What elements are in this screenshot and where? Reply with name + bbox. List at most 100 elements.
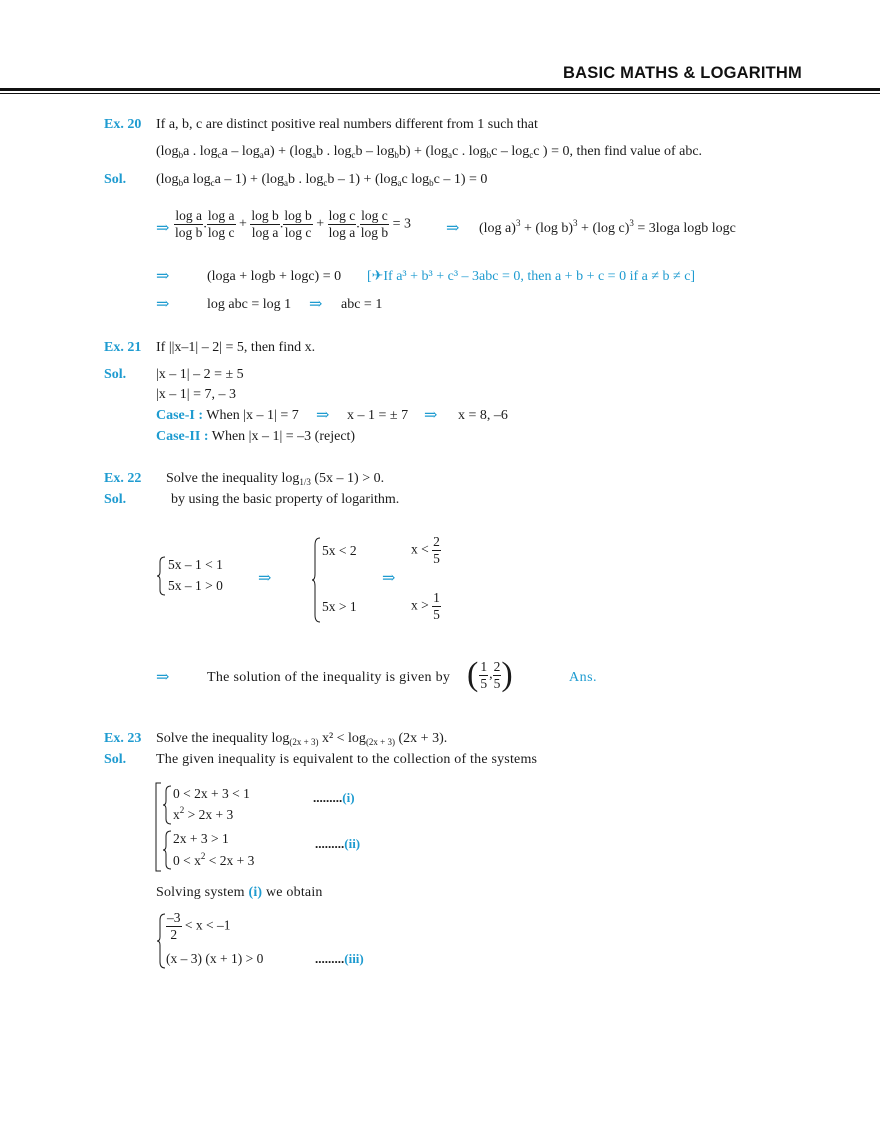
ex21-sol-line1: |x – 1| – 2 = ± 5	[156, 367, 244, 382]
frac-denominator: log c	[284, 225, 312, 240]
frac-denominator: log a	[328, 225, 356, 240]
ex20-cube-equation: (log a)3 + (log b)3 + (log c)3 = 3loga l…	[479, 218, 736, 237]
ex20-sol-line1: (logba logca – 1) + (logab . logcb – 1) …	[156, 172, 488, 188]
ex21-case1-c: x = 8, –6	[458, 408, 508, 423]
implies-arrow-icon: ⇒	[446, 220, 460, 237]
tag-i: (i)	[342, 790, 355, 805]
ex23-systemC-2: (x – 3) (x + 1) > 0	[166, 951, 264, 966]
ex23-systemB-1: 2x + 3 > 1	[173, 831, 229, 846]
header-rule-thick	[0, 88, 880, 91]
ex23-solving-line: Solving system (i) we obtain	[156, 884, 323, 902]
frac-denominator: 5	[433, 551, 440, 566]
ex22-system2-b: 5x > 1	[322, 599, 357, 614]
ex21-case2-line: Case-II : When |x – 1| = –3 (reject)	[156, 428, 355, 446]
frac-numerator: –3	[166, 910, 182, 927]
implies-arrow-icon: ⇒	[424, 407, 438, 424]
left-brace-icon	[156, 556, 166, 596]
ex20-identity-note: [✈If a³ + b³ + c³ – 3abc = 0, then a + b…	[367, 269, 696, 284]
ex22-system1-b: 5x – 1 > 0	[168, 578, 223, 593]
ex23-tag-i: .........(i)	[313, 789, 355, 807]
ex20-sol-line3: (loga + logb + logc) = 0	[207, 269, 342, 284]
frac-numerator: log a	[206, 208, 236, 225]
left-brace-icon	[156, 913, 166, 969]
frac-numerator: log b	[283, 208, 313, 225]
ex22-sol-line1: by using the basic property of logarithm…	[171, 492, 400, 507]
implies-arrow-icon: ⇒	[156, 669, 170, 686]
ex21-case1-a: When |x – 1| = 7	[206, 408, 299, 423]
ex23-tag-ii: .........(ii)	[315, 835, 360, 853]
ex23-systemC-1-post: < x < –1	[184, 917, 231, 933]
equals-three: = 3	[392, 216, 412, 232]
implies-arrow-icon: ⇒	[382, 570, 396, 587]
ex21-sol-label: Sol.	[104, 367, 127, 382]
ex20-question-line1: If a, b, c are distinct positive real nu…	[156, 117, 538, 132]
ex23-q-mid: x² < log	[318, 731, 366, 746]
frac-numerator: log c	[359, 208, 390, 225]
page-header-title: BASIC MATHS & LOGARITHM	[563, 64, 802, 82]
implies-arrow-icon: ⇒	[316, 407, 330, 424]
frac-numerator: 2	[492, 658, 502, 676]
ex22-result-2-pre: x >	[411, 597, 429, 613]
ex23-question: Solve the inequality log(2x + 3) x² < lo…	[156, 730, 447, 748]
header-rule-thin	[0, 93, 880, 94]
left-brace-icon	[162, 830, 172, 870]
frac-denominator: log b	[360, 225, 389, 240]
frac-numerator: 1	[479, 658, 489, 676]
ex23-tag-iii: .........(iii)	[315, 950, 364, 968]
ex20-label: Ex. 20	[104, 117, 142, 132]
ex22-question-post: (5x – 1) > 0.	[310, 471, 385, 486]
leader-dots: .........	[313, 790, 343, 805]
ex21-case1-b: x – 1 = ± 7	[347, 408, 409, 423]
ex21-case1-label: Case-I :	[156, 408, 204, 423]
ex23-q-base1: (2x + 3)	[289, 737, 319, 747]
ex23-label: Ex. 23	[104, 731, 142, 746]
ex21-case2-text: When |x – 1| = –3 (reject)	[211, 429, 356, 444]
ex22-question-pre: Solve the inequality log	[166, 471, 300, 486]
ex23-solving-tag: (i)	[248, 885, 263, 900]
ex20-question-line2: (logba . logca – logaa) + (logab . logcb…	[156, 144, 703, 160]
frac-denominator: 5	[493, 675, 501, 691]
frac-numerator: log b	[250, 208, 280, 225]
left-brace-icon	[311, 537, 321, 623]
frac-numerator: 2	[432, 534, 441, 551]
leader-dots: .........	[315, 951, 345, 966]
implies-arrow-icon: ⇒	[156, 268, 170, 285]
leader-dots: .........	[315, 836, 345, 851]
square-bracket-icon	[155, 782, 161, 872]
frac-denominator: 5	[480, 675, 488, 691]
ex22-conclusion: The solution of the inequality is given …	[207, 670, 451, 685]
ex23-systemA-2: x2 > 2x + 3	[173, 805, 234, 823]
ex22-system1-a: 5x – 1 < 1	[168, 557, 223, 572]
ex22-system2-a: 5x < 2	[322, 543, 357, 558]
implies-arrow-icon: ⇒	[156, 296, 170, 313]
implies-arrow-icon: ⇒	[258, 570, 272, 587]
frac-numerator: log a	[174, 208, 204, 225]
ex21-label: Ex. 21	[104, 340, 142, 355]
ex23-systemB-2: 0 < x2 < 2x + 3	[173, 851, 255, 869]
ex21-question: If ||x–1| – 2| = 5, then find x.	[156, 340, 316, 355]
left-brace-icon	[162, 785, 172, 825]
implies-arrow-icon: ⇒	[156, 220, 170, 237]
ex23-solving-pre: Solving system	[156, 885, 245, 900]
ex23-solving-post: we obtain	[266, 885, 323, 900]
implies-arrow-icon: ⇒	[309, 296, 323, 313]
ex20-answer: abc = 1	[341, 297, 383, 312]
frac-denominator: 2	[170, 927, 178, 942]
tag-iii: (iii)	[344, 951, 364, 966]
ex23-q-post: (2x + 3).	[395, 731, 448, 746]
frac-denominator: 5	[433, 607, 440, 622]
ex22-sol-label: Sol.	[104, 492, 127, 507]
frac-numerator: log c	[327, 208, 357, 225]
ex23-sol-label: Sol.	[104, 752, 127, 767]
tag-ii: (ii)	[344, 836, 361, 851]
ex23-sol-line1: The given inequality is equivalent to th…	[156, 752, 538, 767]
ex23-q-pre: Solve the inequality log	[156, 731, 290, 746]
ex20-sol-line4a: log abc = log 1	[207, 297, 292, 312]
ex21-sol-line2: |x – 1| = 7, – 3	[156, 387, 237, 402]
ex22-ans-label: Ans.	[569, 670, 598, 685]
ex23-systemA-1: 0 < 2x + 3 < 1	[173, 786, 250, 801]
